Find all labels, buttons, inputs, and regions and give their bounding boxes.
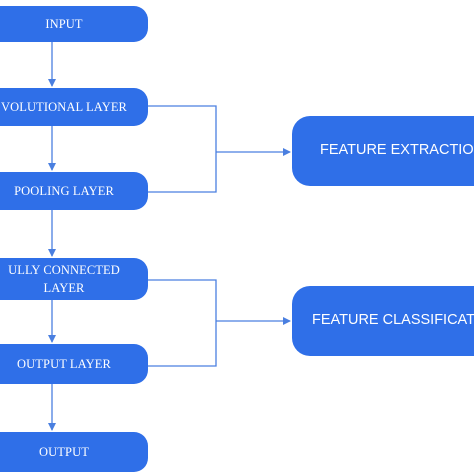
node-pooling-layer-label: POOLING LAYER	[14, 183, 114, 198]
node-output-label: OUTPUT	[39, 444, 89, 459]
node-fully-connected-layer: ULLY CONNECTED LAYER	[0, 258, 148, 300]
bracket-feature-classification	[148, 279, 217, 367]
node-feature-extraction-label: FEATURE EXTRACTIO	[320, 142, 474, 159]
node-fully-connected-layer-label-line1: ULLY CONNECTED	[8, 262, 120, 277]
node-feature-extraction: FEATURE EXTRACTIO	[292, 116, 474, 186]
bracket-feature-extraction	[148, 105, 217, 193]
node-output: OUTPUT	[0, 432, 148, 472]
node-pooling-layer: POOLING LAYER	[0, 172, 148, 210]
node-input: INPUT	[0, 6, 148, 42]
node-feature-classification-label: FEATURE CLASSIFICATI	[312, 312, 474, 329]
node-convolutional-layer-label: VOLUTIONAL LAYER	[0, 99, 127, 114]
node-input-label: INPUT	[45, 16, 83, 31]
node-fully-connected-layer-label-line2: LAYER	[43, 281, 85, 295]
node-convolutional-layer: VOLUTIONAL LAYER	[0, 88, 148, 126]
node-feature-classification: FEATURE CLASSIFICATI	[292, 286, 474, 356]
node-output-layer-label: OUTPUT LAYER	[17, 356, 111, 371]
node-output-layer: OUTPUT LAYER	[0, 344, 148, 384]
